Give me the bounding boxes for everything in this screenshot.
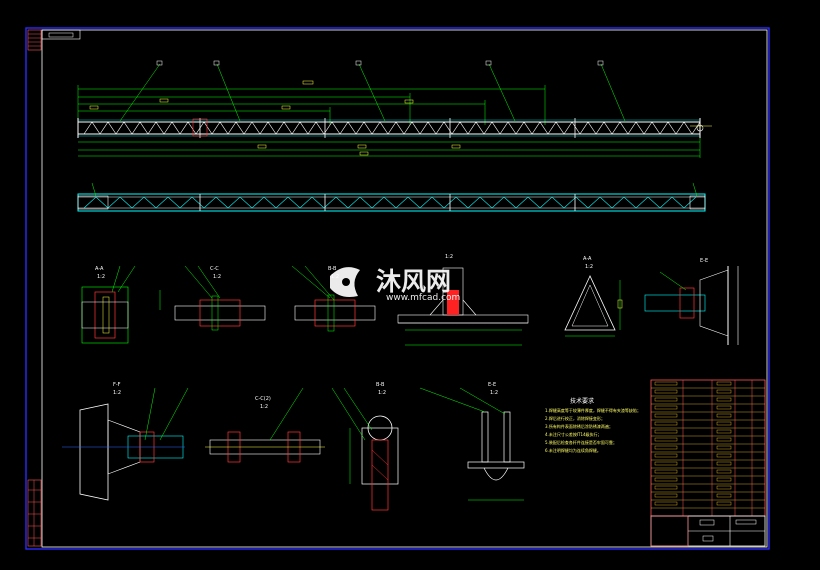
section-support-detail: E-E 1:2 — [419, 382, 525, 501]
parts-list-cell — [654, 429, 678, 434]
section-a2-title: A-A — [583, 256, 592, 262]
notes-line-4: 4.未注尺寸公差按IT14级执行； — [545, 431, 602, 437]
parts-list-cell — [716, 397, 732, 402]
parts-list-cell — [654, 421, 678, 426]
parts-list-cell — [716, 381, 732, 386]
notes-line-2: 2.焊后进行校正，消除焊接变形； — [545, 415, 605, 421]
notes-line-5: 5.装配后检查各杆件连接是否牢固可靠； — [545, 439, 617, 445]
parts-list-cell — [716, 477, 732, 482]
parts-list-cell — [716, 501, 732, 506]
parts-list-cell — [654, 437, 678, 442]
truss-front-view — [77, 60, 712, 158]
parts-list-cell — [654, 501, 678, 506]
section-d-detail: 1:2 — [397, 254, 529, 346]
parts-list-cell — [716, 389, 732, 394]
section-d-scale: 1:2 — [445, 254, 453, 260]
drawing-frame — [25, 27, 770, 550]
notes-line-6: 6.未注明焊缝均为连续角焊缝。 — [545, 447, 601, 453]
section-f-detail: F-F 1:2 — [62, 382, 189, 501]
section-a-detail: A-A 1:2 — [81, 265, 136, 344]
left-margin-strip-bottom — [27, 479, 42, 547]
parts-list-cell — [654, 469, 678, 474]
parts-list-cell — [716, 485, 732, 490]
parts-list-cell — [654, 381, 678, 386]
parts-list-cell — [654, 493, 678, 498]
parts-list-cell — [654, 389, 678, 394]
section-b2-title: B-B — [376, 382, 385, 388]
section-c2-detail: C-C(2) 1:2 — [205, 387, 325, 463]
parts-list-cell — [654, 453, 678, 458]
parts-list-cell — [654, 397, 678, 402]
section-a-scale: 1:2 — [97, 274, 105, 280]
technical-notes: 技术要求 1.焊缝高度等于较薄件厚度，焊缝不得有夹渣等缺陷； 2.焊后进行校正，… — [545, 397, 641, 453]
section-b2-scale: 1:2 — [378, 390, 386, 396]
parts-list-cell — [716, 461, 732, 466]
section-clamp-detail: B-B 1:2 — [331, 382, 399, 511]
parts-list-cell — [716, 445, 732, 450]
parts-list-cell — [716, 405, 732, 410]
section-c-title: C-C — [210, 266, 219, 272]
parts-list-cell — [716, 413, 732, 418]
parts-list-cell — [654, 477, 678, 482]
watermark-url: www.mfcad.com — [386, 293, 460, 303]
parts-list-cell — [716, 421, 732, 426]
section-c-detail: C-C 1:2 — [159, 265, 266, 331]
section-e2-title: E-E — [488, 382, 496, 388]
section-cc2-scale: 1:2 — [260, 404, 268, 410]
watermark-logo-icon — [330, 267, 360, 297]
section-b-detail: B-B 1:2 — [291, 265, 376, 332]
notes-line-3: 3.所有构件表面除锈后涂防锈漆两遍； — [545, 423, 613, 429]
section-c-scale: 1:2 — [213, 274, 221, 280]
parts-list-cell — [716, 493, 732, 498]
parts-list-cell — [654, 485, 678, 490]
truss-top-view — [77, 182, 706, 212]
parts-list-cell — [654, 461, 678, 466]
section-b-title: B-B — [328, 266, 337, 272]
parts-list-cell — [716, 469, 732, 474]
section-e-detail: E-E — [644, 258, 739, 345]
parts-list-cell — [716, 429, 732, 434]
section-e-title: E-E — [700, 258, 708, 264]
section-a-triangle-view: A-A 1:2 — [564, 256, 623, 337]
section-a2-scale: 1:2 — [585, 264, 593, 270]
parts-list-cell — [716, 453, 732, 458]
notes-title: 技术要求 — [570, 397, 594, 405]
left-margin-strip-top — [27, 29, 42, 51]
parts-list-cell — [654, 405, 678, 410]
title-block — [650, 515, 766, 547]
section-f-scale: 1:2 — [113, 390, 121, 396]
parts-list-cell — [716, 437, 732, 442]
section-cc2-title: C-C(2) — [255, 396, 271, 402]
notes-line-1: 1.焊缝高度等于较薄件厚度，焊缝不得有夹渣等缺陷； — [545, 407, 641, 413]
parts-list-cell — [654, 413, 678, 418]
section-e2-scale: 1:2 — [490, 390, 498, 396]
parts-list-table — [650, 379, 766, 517]
section-a-title: A-A — [95, 266, 104, 272]
section-f-title: F-F — [113, 382, 121, 388]
watermark-brand: 沐风网 — [376, 267, 451, 296]
watermark: 沐风网 www.mfcad.com — [330, 267, 460, 303]
parts-list-cell — [654, 445, 678, 450]
